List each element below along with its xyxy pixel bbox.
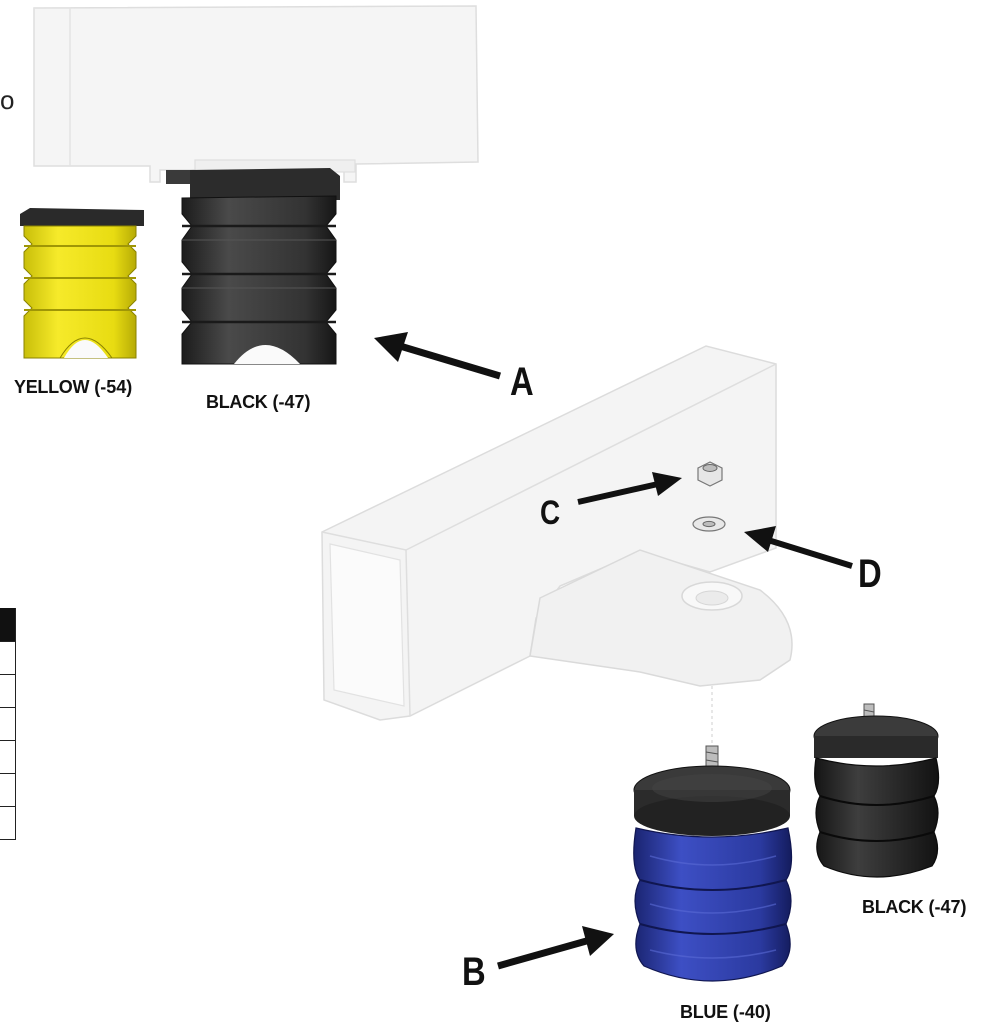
label-blue-code: (-40) bbox=[732, 1002, 771, 1022]
label-black-top-name: BLACK bbox=[206, 392, 268, 412]
label-blue: BLUE (-40) bbox=[680, 1002, 771, 1023]
table-row bbox=[0, 774, 16, 807]
label-blue-name: BLUE bbox=[680, 1002, 728, 1022]
callout-d: D bbox=[858, 552, 882, 596]
black-air-spring bbox=[813, 703, 940, 878]
label-yellow-name: YELLOW bbox=[14, 377, 90, 397]
truncated-table bbox=[0, 608, 16, 840]
yellow-bump-stop bbox=[20, 208, 144, 359]
callout-b: B bbox=[462, 950, 486, 994]
mount-plate-black bbox=[166, 168, 340, 200]
arrow-b bbox=[497, 926, 614, 970]
label-black-top-code: (-47) bbox=[272, 392, 311, 412]
table-row bbox=[0, 708, 16, 741]
table-row bbox=[0, 807, 16, 840]
truncated-text: o bbox=[0, 85, 15, 115]
table-header-cell bbox=[0, 608, 16, 642]
lock-nut bbox=[697, 461, 723, 487]
washer bbox=[692, 516, 726, 532]
label-black-bottom: BLACK (-47) bbox=[862, 897, 967, 918]
arrow-d bbox=[744, 526, 853, 569]
label-yellow-code: (-54) bbox=[94, 377, 133, 397]
callout-a: A bbox=[510, 360, 534, 404]
arrow-a bbox=[374, 332, 502, 380]
table-row bbox=[0, 741, 16, 774]
arrow-c bbox=[577, 472, 682, 505]
lower-frame bbox=[321, 345, 793, 750]
upper-frame bbox=[33, 5, 479, 183]
label-black-bottom-code: (-47) bbox=[928, 897, 967, 917]
label-yellow: YELLOW (-54) bbox=[14, 377, 132, 398]
blue-air-spring bbox=[633, 745, 793, 982]
black-bump-stop-top bbox=[181, 195, 337, 365]
table-row bbox=[0, 642, 16, 675]
label-black-bottom-name: BLACK bbox=[862, 897, 924, 917]
table-row bbox=[0, 675, 16, 708]
callout-c: C bbox=[540, 494, 561, 532]
label-black-top: BLACK (-47) bbox=[206, 392, 311, 413]
